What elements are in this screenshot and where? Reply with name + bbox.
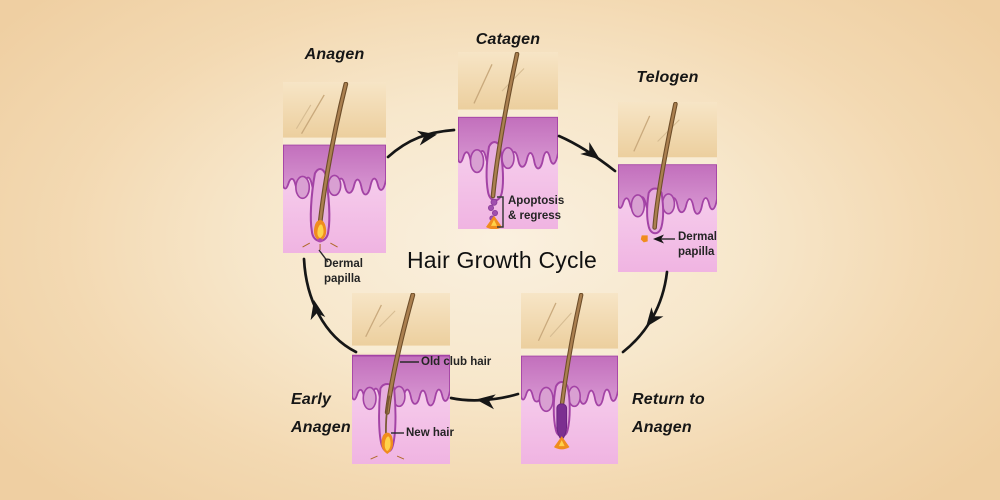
stage-title-early-anagen: Early Anagen <box>291 391 351 436</box>
arrow-catagen-to-telogen <box>557 134 617 173</box>
stage-title-anagen: Anagen <box>304 46 365 63</box>
dermis-band-layer <box>352 354 450 411</box>
stage-panel-early-anagen <box>352 293 450 464</box>
annotation-early-old-club-hair: Old club hair <box>421 356 492 368</box>
dermal-papilla-dot <box>640 235 648 243</box>
annotation-catagen-apoptosis: Apoptosis & regress <box>508 195 565 222</box>
stage-panel-return-anagen <box>521 293 618 464</box>
dermal-papilla-bulb <box>302 219 338 251</box>
hair-shaft <box>490 52 520 199</box>
dermis-band-layer <box>618 163 717 218</box>
epidermis-layer <box>458 52 558 117</box>
arrow-telogen-to-return-anagen <box>621 270 669 354</box>
skin-illustration-telogen <box>618 102 717 272</box>
annotation-anagen-dermal-papilla: Dermal papilla <box>324 258 363 285</box>
skin-illustration-catagen <box>458 52 558 229</box>
dermis-band-layer <box>458 115 558 174</box>
annotation-telogen-dermal-papilla: Dermal papilla <box>678 231 717 258</box>
dermis-band-layer <box>521 354 618 413</box>
dermal-papilla-bulb <box>370 432 405 460</box>
stage-panel-anagen <box>283 82 386 253</box>
skin-illustration-early-anagen <box>352 293 450 464</box>
skin-illustration-return-anagen <box>521 293 618 464</box>
arrow-anagen-to-catagen <box>386 128 456 159</box>
hair-shaft <box>559 293 584 409</box>
arrow-return-anagen-to-early-anagen <box>449 392 520 410</box>
club-hair-capsule <box>556 403 568 441</box>
dermis-band-layer <box>283 143 386 200</box>
stage-panel-catagen <box>458 52 558 229</box>
diagram-title: Hair Growth Cycle <box>407 247 597 273</box>
stage-panel-telogen <box>618 102 717 272</box>
stage-title-telogen: Telogen <box>636 69 699 86</box>
skin-illustration-anagen <box>283 82 386 253</box>
stage-title-return-anagen: Return to Anagen <box>632 391 705 436</box>
stage-title-catagen: Catagen <box>475 31 541 48</box>
hair-shaft <box>652 102 678 230</box>
dermal-papilla-bulb <box>553 436 570 450</box>
annotation-early-new-hair: New hair <box>406 427 454 439</box>
